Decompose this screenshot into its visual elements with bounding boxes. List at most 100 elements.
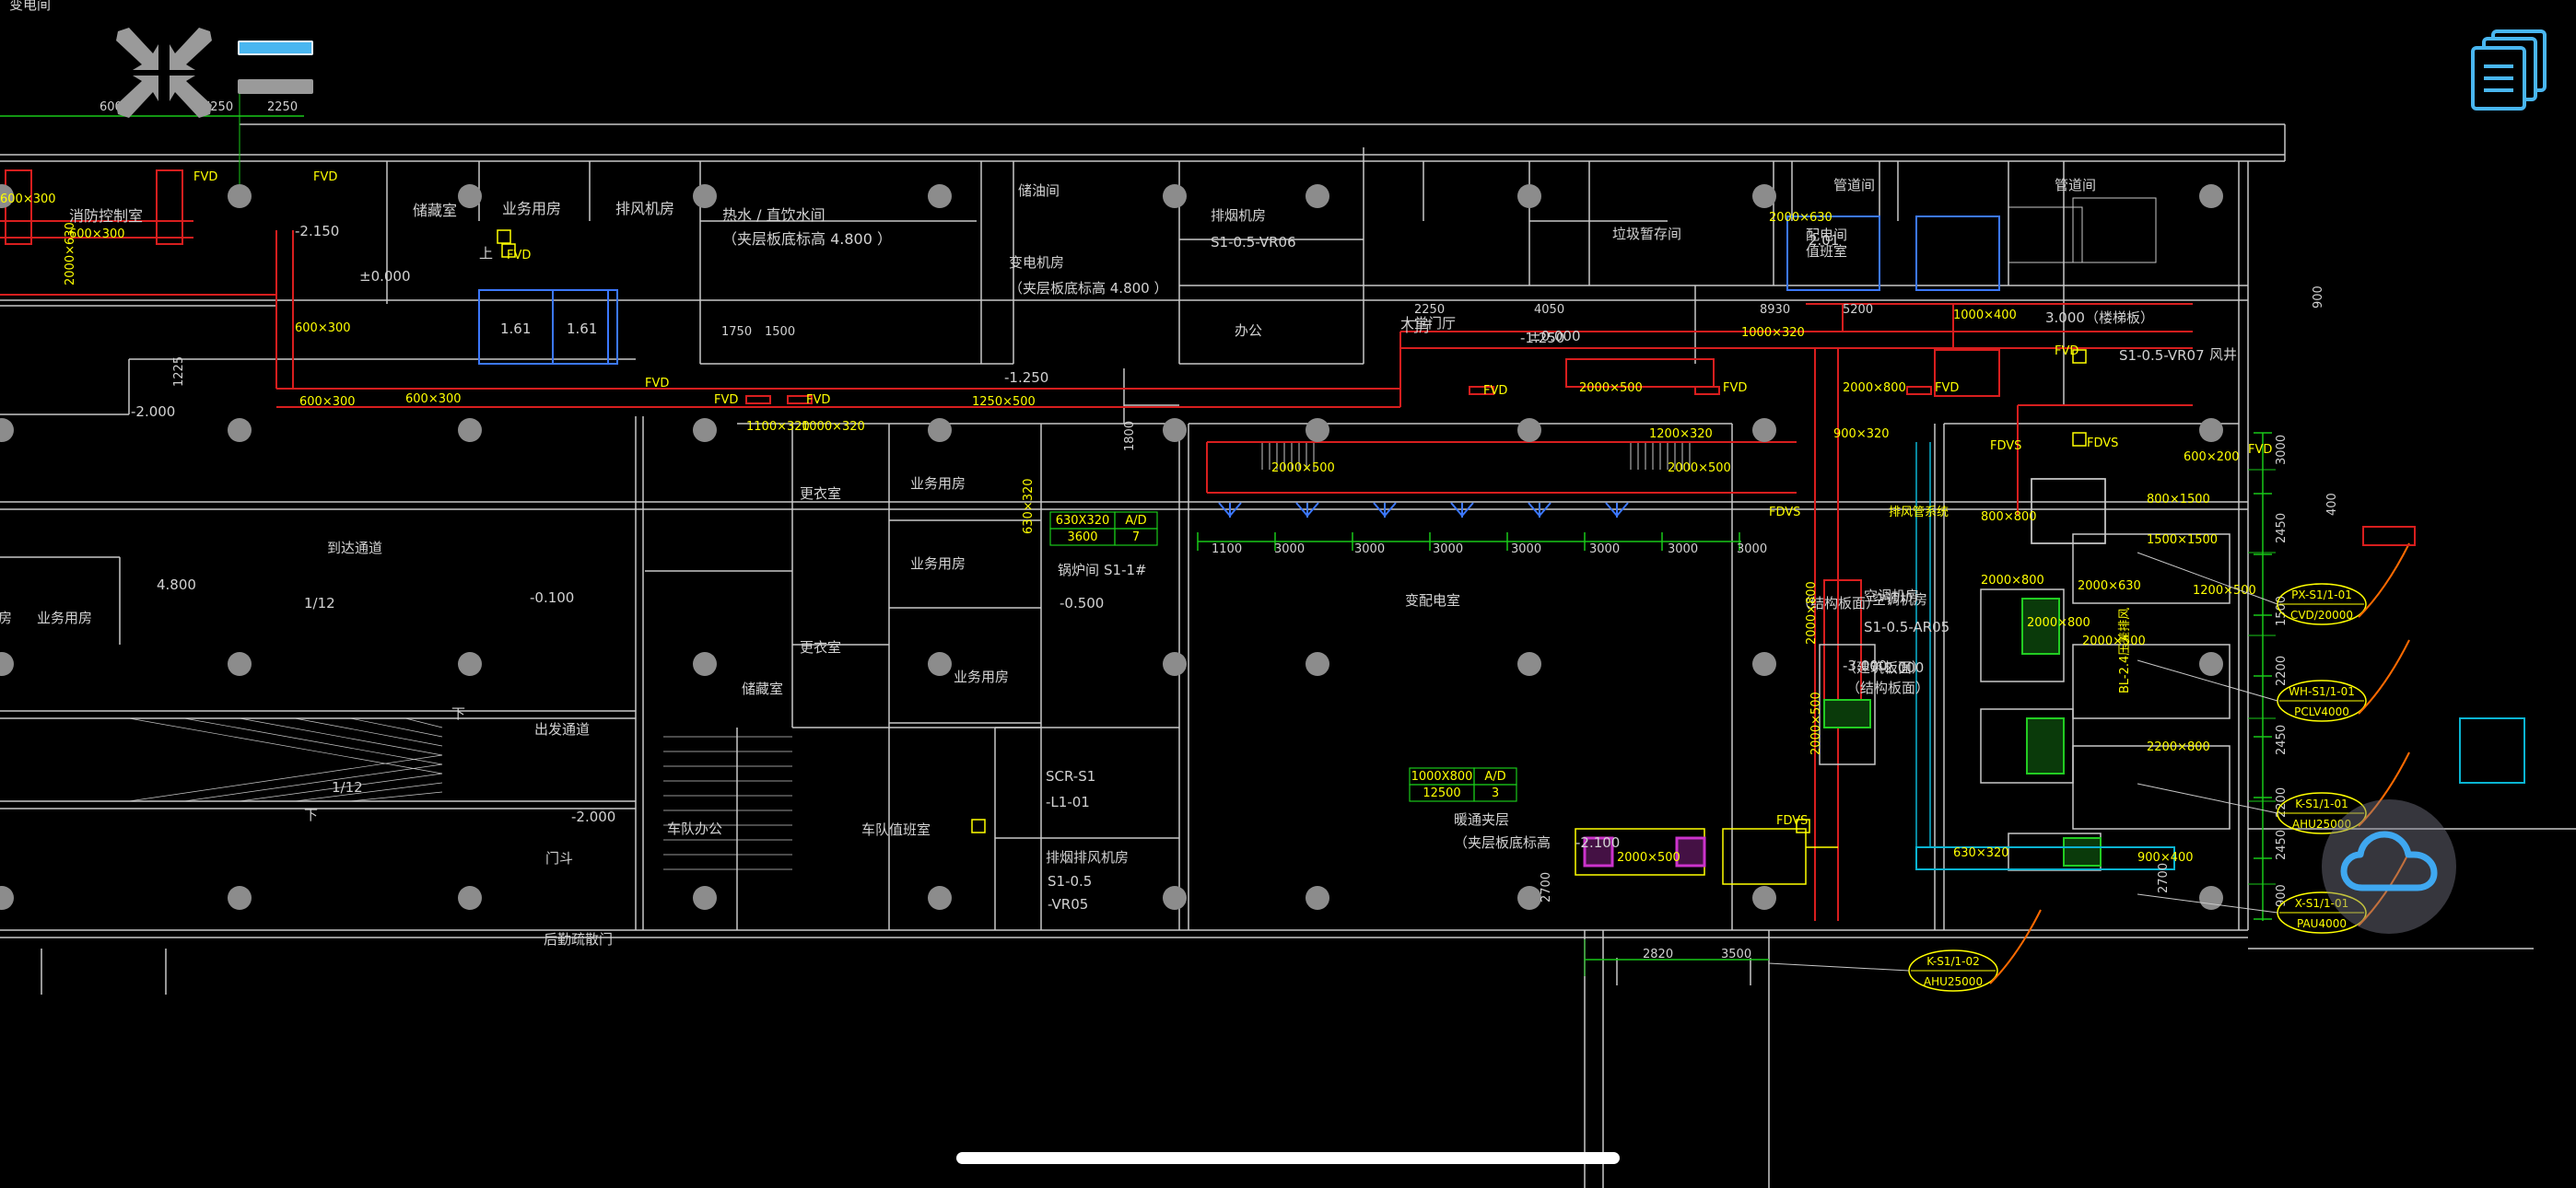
structural-column xyxy=(458,184,482,208)
room-label: （结构板面） xyxy=(1797,595,1879,611)
supply-plenum xyxy=(2072,533,2231,604)
structural-column xyxy=(693,184,717,208)
structural-column xyxy=(2199,184,2223,208)
room-label: 储藏室 xyxy=(742,681,783,697)
room-label: -0.100 xyxy=(530,589,574,606)
room-label: 排烟排风机房 xyxy=(1046,849,1129,866)
room-label: 管道间 xyxy=(2055,177,2096,193)
duct-size-label: 2000×800 xyxy=(1981,574,2044,588)
structural-column xyxy=(693,886,717,910)
room-label: 1/12 xyxy=(332,779,363,796)
structural-column xyxy=(1306,886,1329,910)
room-label: 配电间 xyxy=(1806,227,1847,243)
dimension-text: 2820 xyxy=(1643,948,1673,961)
dimension-text: 3000 xyxy=(1274,542,1305,556)
cloud-sync-button[interactable] xyxy=(2322,799,2456,934)
structural-column xyxy=(458,886,482,910)
dimension-text: 3500 xyxy=(1721,948,1751,961)
duct-size-label: FDVS xyxy=(1769,506,1800,519)
room-label: S1-0.5 xyxy=(1048,873,1092,890)
equipment-tag-spec: AHU25000 xyxy=(1924,975,1983,988)
table-cell xyxy=(1114,528,1158,546)
damper-mark xyxy=(745,395,771,404)
document-list-button[interactable] xyxy=(2469,28,2548,112)
dimension-text: 400 xyxy=(2325,493,2339,516)
duct-size-label: 2000×800 xyxy=(1843,381,1906,395)
room-label: -VR05 xyxy=(1048,896,1088,913)
duct-size-label: 600×200 xyxy=(2184,450,2240,464)
dimension-text: 4050 xyxy=(1534,303,1564,317)
duct-size-label: 1200×320 xyxy=(1649,427,1713,441)
structural-column xyxy=(1306,184,1329,208)
duct-size-label: 排风管系统 xyxy=(1889,506,1949,519)
duct-size-label: 2000×500 xyxy=(1617,851,1680,865)
home-indicator[interactable] xyxy=(956,1152,1620,1164)
dimension-text: 1500 xyxy=(765,325,795,339)
room-label: 值班室 xyxy=(1806,243,1847,260)
structural-column xyxy=(0,418,14,442)
callout-leader-line xyxy=(1768,962,1910,972)
room-label: 3.000（楼梯板） xyxy=(2045,309,2154,326)
room-label: 空调机房 xyxy=(1864,588,1919,604)
callout-leader-line xyxy=(2137,783,2278,814)
table-cell-text: 7 xyxy=(1132,530,1140,544)
room-label: ±0.000 xyxy=(359,268,411,285)
room-label: 储油间 xyxy=(1018,182,1060,199)
duct-size-label: FVD xyxy=(806,393,830,407)
ramp-hatch-line xyxy=(239,773,443,802)
room-label: -0.500 xyxy=(1060,595,1104,611)
layer-toggle-button[interactable] xyxy=(238,37,315,103)
duct-size-label: 2000×500 xyxy=(1809,692,1823,755)
room-label: -3.000 xyxy=(1843,658,1887,674)
duct-size-label: 2000×500 xyxy=(2082,635,2146,648)
structural-column xyxy=(1752,886,1776,910)
ramp-hatch-line xyxy=(128,754,443,802)
structural-column xyxy=(1163,652,1187,676)
diffuser-plenum xyxy=(1722,828,1807,885)
structural-column xyxy=(228,886,252,910)
room-label: 车队办公 xyxy=(667,821,722,837)
table-cell-text: 3 xyxy=(1492,786,1499,800)
room-label: 1.61 xyxy=(500,320,531,337)
structural-column xyxy=(1163,418,1187,442)
collapse-view-button[interactable] xyxy=(116,28,212,118)
callout-leader-line xyxy=(2137,552,2278,605)
duct-size-label: 2000×630 xyxy=(2078,579,2141,593)
duct-segment xyxy=(1565,358,1715,388)
equipment-tag-spec: PAU4000 xyxy=(2297,917,2347,930)
structural-column xyxy=(928,418,952,442)
room-label: 1.61 xyxy=(567,320,597,337)
duct-size-label: 2000×500 xyxy=(1579,381,1643,395)
equipment-tag-spec: CVD/20000 xyxy=(2290,609,2353,622)
supply-plenum xyxy=(2072,644,2231,719)
table-cell-text: 12500 xyxy=(1423,786,1460,800)
damper-mark xyxy=(1694,386,1720,395)
room-label: 储藏室 xyxy=(413,202,457,219)
callout-leader-line xyxy=(2137,893,2278,914)
dimension-text: 3000 xyxy=(1511,542,1541,556)
duct-size-label: 2000×800 xyxy=(2027,616,2090,630)
room-label: -1.250 xyxy=(1004,369,1048,386)
equipment-tag-id: X-S1/1-01 xyxy=(2295,897,2348,910)
dimension-text: 2250 xyxy=(1414,303,1445,317)
room-label: 业务用房 xyxy=(37,610,92,626)
air-diffuser-icon xyxy=(1218,502,1242,518)
room-label: 热水 / 直饮水间 xyxy=(722,206,825,224)
room-label: （夹层板底标高 4.800 ） xyxy=(1009,280,1167,297)
ramp-hatch-line xyxy=(404,717,443,728)
dimension-text: 1500 xyxy=(2275,596,2289,626)
room-label: 下 xyxy=(451,705,465,722)
structural-column xyxy=(928,652,952,676)
duct-size-label: 800×800 xyxy=(1981,510,2037,524)
structural-column xyxy=(1517,652,1541,676)
room-label: 车队值班室 xyxy=(861,821,931,838)
fire-damper-mark xyxy=(501,243,516,258)
dimension-text: 1100 xyxy=(1212,542,1242,556)
room-label: -L1-01 xyxy=(1046,794,1090,810)
duct-size-label: FDVS xyxy=(1990,439,2021,453)
layer-active-bar-icon xyxy=(238,41,313,55)
duct-size-label: FVD xyxy=(313,170,337,184)
duct-size-label: FVD xyxy=(2248,443,2272,457)
room-label: 业务用房 xyxy=(954,669,1009,685)
